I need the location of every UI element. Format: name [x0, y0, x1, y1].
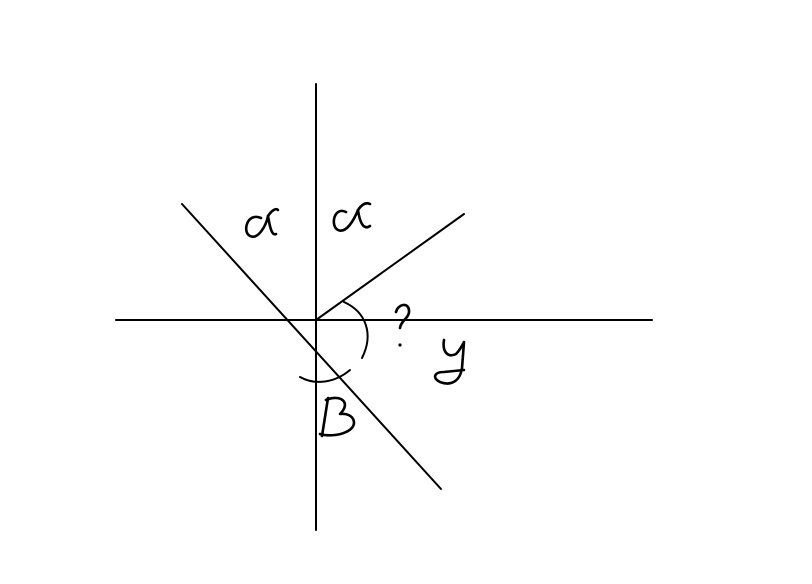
upper-right-ray — [315, 213, 465, 321]
label-question: ? — [396, 339, 397, 341]
beta-glyph — [318, 396, 356, 438]
label-y: y — [439, 369, 441, 371]
question-angle-arc — [343, 301, 369, 359]
y-glyph — [433, 338, 466, 385]
alpha-left-glyph — [244, 207, 280, 238]
question-glyph — [394, 303, 411, 347]
label-beta: B — [323, 429, 325, 431]
label-alpha-right: α — [338, 225, 339, 227]
label-alpha-left: α — [252, 231, 253, 233]
beta-angle-arc — [299, 369, 351, 383]
diagonal-line — [181, 203, 442, 490]
alpha-right-glyph — [332, 201, 372, 232]
